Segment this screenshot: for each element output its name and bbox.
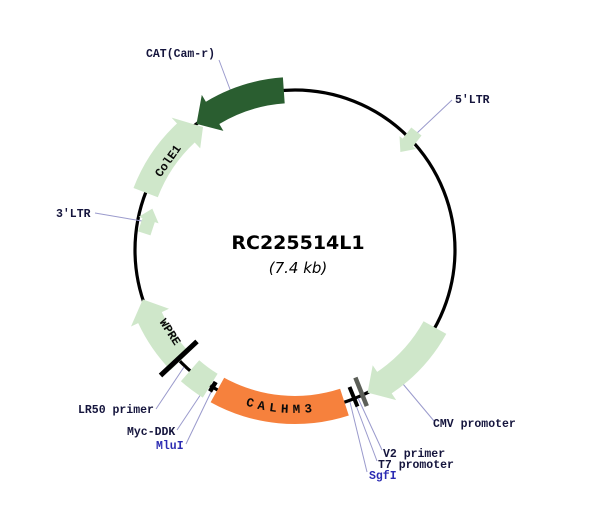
wpre-feature-arrow (131, 299, 190, 371)
v2-primer-label: V2 primer (383, 448, 445, 461)
leader-t7 (353, 399, 378, 462)
cmv-promoter-label: CMV promoter (433, 418, 516, 431)
five-ltr-label: 5'LTR (455, 94, 490, 107)
leader-three-ltr (94, 212, 143, 222)
myc-ddk-tag-band (180, 360, 218, 398)
sgfi-label: SgfI (369, 470, 397, 483)
t7-promoter-label: T7 promoter (378, 459, 454, 472)
calhm3-orf-band (210, 377, 349, 425)
leader-five-ltr (415, 99, 453, 135)
leader-lr50 (155, 366, 185, 410)
lr50-primer-tick (158, 339, 199, 378)
plasmid-name: RC225514L1 (231, 232, 364, 254)
cat-label: CAT(Cam-r) (146, 48, 215, 61)
three-ltr-feature-arrow (138, 208, 159, 236)
leader-sgfi (349, 401, 368, 473)
t7-v2-region-tick (353, 376, 369, 407)
cmv-promoter-arrow (367, 321, 447, 401)
five-ltr-feature-arrow (399, 127, 422, 153)
leader-myc-ddk (176, 390, 204, 431)
leader-v2 (357, 397, 383, 451)
cole1-feature-arrow (133, 117, 203, 198)
mlui-label: MluI (156, 440, 184, 453)
leader-mlui (185, 389, 213, 445)
cat-marker-arrow (196, 77, 285, 131)
plasmid-size: (7.4 kb) (269, 259, 328, 277)
lr50-primer-label: LR50 primer (78, 404, 154, 417)
sgfi-site-tick (347, 386, 360, 408)
mlui-site-tick (208, 380, 218, 393)
myc-ddk-label: Myc-DDK (127, 426, 175, 439)
three-ltr-label: 3'LTR (56, 208, 91, 221)
leader-cmv (402, 383, 435, 422)
